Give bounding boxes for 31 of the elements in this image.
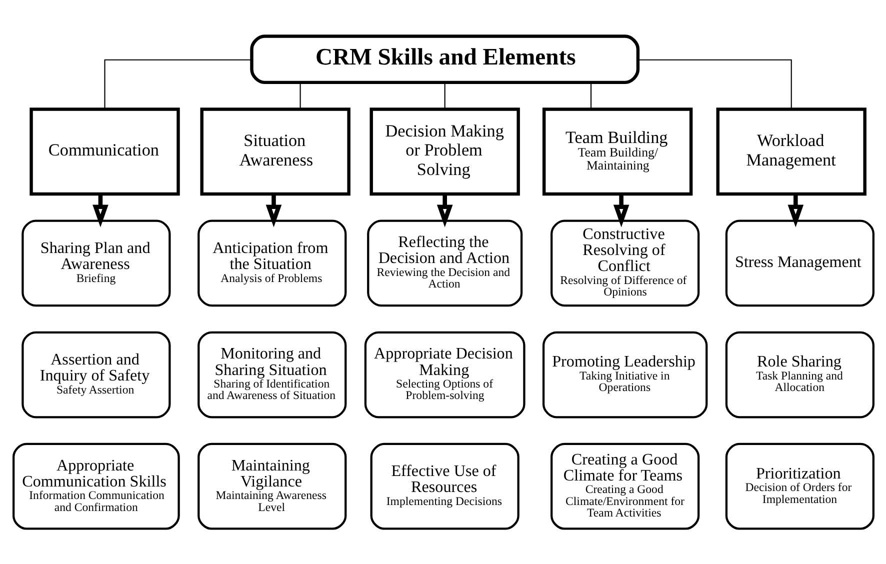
node-box: Team Building Team Building/ Maintaining: [542, 107, 692, 196]
node-box: Creating a Good Climate for Teams Creating a Good Climate/Environment for Team Activities: [550, 442, 700, 530]
node-box: Assertion and Inquiry of Safety Safety Assertion: [21, 330, 170, 418]
node-box: Promoting Leadership Taking Initiative in Operations: [542, 330, 708, 418]
node-box: Situation Awareness: [200, 107, 350, 196]
node-box: Workload Management: [716, 107, 866, 196]
arrow: [265, 194, 282, 227]
arrow: [92, 194, 108, 227]
connector: [590, 82, 592, 108]
arrow: [436, 194, 452, 227]
node-box: Maintaining Vigilance Maintaining Awareness Level: [197, 442, 346, 530]
node-box: Communication: [29, 107, 180, 196]
node-box: Reflecting the Decision and Action Reviewing the Decision and Action: [366, 219, 522, 306]
node-box: CRM Skills and Elements: [250, 34, 640, 84]
node-box: Constructive Resolving of Conflict Resolving of Difference of Opinions: [550, 219, 700, 306]
arrow: [787, 194, 804, 227]
node-box: Effective Use of Resources Implementing Decisions: [370, 442, 519, 530]
node-box: Stress Management: [724, 219, 874, 306]
node-box: Anticipation from the Situation Analysis of Problems: [197, 219, 346, 306]
node-box: Monitoring and Sharing Situation Sharing of Identification and Awareness of Situation: [197, 330, 346, 418]
connector: [638, 58, 792, 108]
node-box: Appropriate Decision Making Selecting Options of Problem-solving: [364, 330, 525, 418]
node-box: Decision Making or Problem Solving: [369, 107, 520, 196]
arrow: [612, 194, 629, 227]
node-box: Prioritization Decision of Orders for Implementation: [724, 442, 874, 530]
connector: [104, 58, 251, 108]
connector: [299, 82, 300, 108]
node-box: Appropriate Communication Skills Information Communication and Confirmation: [12, 442, 180, 530]
node-box: Sharing Plan and Awareness Briefing: [21, 219, 170, 306]
node-box: Role Sharing Task Planning and Allocation: [724, 330, 874, 418]
connector: [444, 82, 445, 108]
